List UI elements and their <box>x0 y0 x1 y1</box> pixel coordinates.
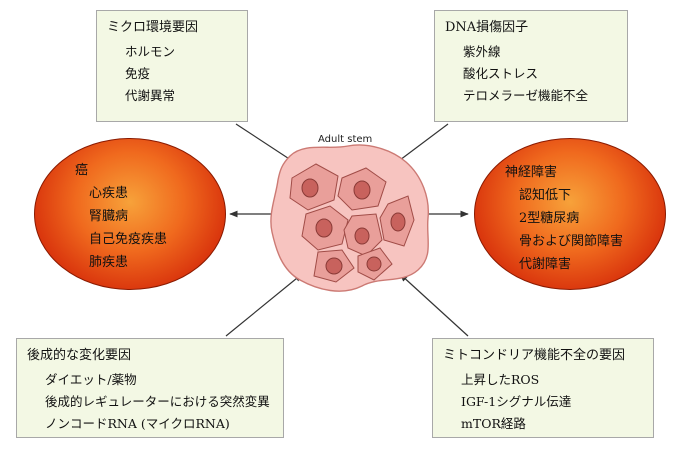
dna-damage-factors-box: DNA損傷因子 紫外線 酸化ストレス テロメラーゼ機能不全 <box>434 10 628 122</box>
disease-oval-right: 神経障害 認知低下 2型糖尿病 骨および関節障害 代謝障害 <box>474 138 666 290</box>
arrow-from-bottom-right <box>399 273 469 337</box>
nucleus-1 <box>301 178 319 198</box>
box-title: ミトコンドリア機能不全の要因 <box>443 348 626 363</box>
list-item: 紫外線 <box>463 44 501 59</box>
list-item: 骨および関節障害 <box>519 234 624 249</box>
nucleus-4 <box>315 218 333 238</box>
disease-oval-left: 癌 心疾患 腎臓病 自己免疫疾患 肺疾患 <box>34 138 226 290</box>
list-item: ノンコードRNA (マイクロRNA) <box>45 416 230 431</box>
nucleus-2 <box>353 180 371 200</box>
box-title: DNA損傷因子 <box>445 20 529 35</box>
oval-title: 癌 <box>75 163 89 178</box>
list-item: ホルモン <box>125 44 176 59</box>
microenvironment-factors-box: ミクロ環境要因 ホルモン 免疫 代謝異常 <box>96 10 248 122</box>
list-item: 認知低下 <box>519 188 572 203</box>
box-title: 後成的な変化要因 <box>27 348 132 363</box>
list-item: 代謝異常 <box>125 88 176 103</box>
list-item: ダイエット/薬物 <box>45 372 137 387</box>
list-item: 2型糖尿病 <box>519 211 580 226</box>
stem-cell-cluster <box>270 144 429 292</box>
nucleus-5 <box>354 227 370 245</box>
list-item: テロメラーゼ機能不全 <box>463 88 589 103</box>
list-item: 代謝障害 <box>519 257 572 272</box>
epigenetic-factors-box: 後成的な変化要因 ダイエット/薬物 後成的レギュレーターにおける突然変異 ノンコ… <box>16 338 284 438</box>
box-title: ミクロ環境要因 <box>107 20 199 35</box>
nucleus-3 <box>390 212 406 232</box>
list-item: 上昇したROS <box>461 372 540 387</box>
list-item: 後成的レギュレーターにおける突然変異 <box>45 394 270 409</box>
list-item: 酸化ストレス <box>463 66 539 81</box>
arrow-from-bottom-left <box>225 273 303 337</box>
list-item: 腎臓病 <box>89 209 129 224</box>
list-item: mTOR経路 <box>461 416 526 431</box>
list-item: 肺疾患 <box>89 255 129 270</box>
center-label: Adult stem <box>318 134 373 145</box>
oval-title: 神経障害 <box>505 165 558 180</box>
list-item: 免疫 <box>125 66 151 81</box>
nucleus-7 <box>366 256 382 272</box>
list-item: 自己免疫疾患 <box>89 232 168 247</box>
list-item: IGF-1シグナル伝達 <box>461 394 572 409</box>
list-item: 心疾患 <box>89 186 129 201</box>
nucleus-6 <box>325 257 343 275</box>
mitochondrial-factors-box: ミトコンドリア機能不全の要因 上昇したROS IGF-1シグナル伝達 mTOR経… <box>432 338 654 438</box>
